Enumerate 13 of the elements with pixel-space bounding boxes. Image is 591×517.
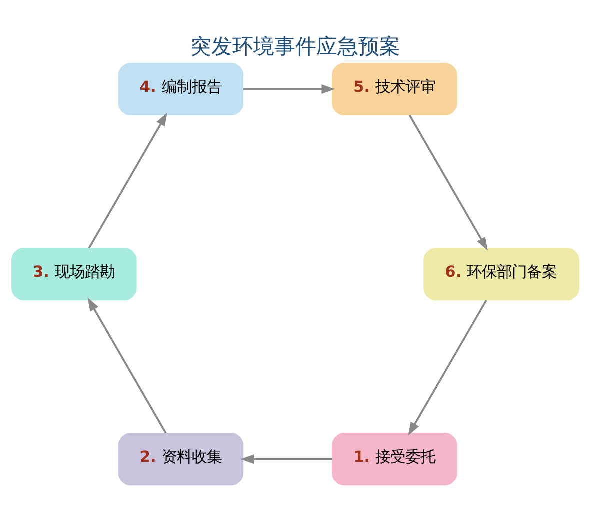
arrow [88, 297, 167, 434]
node-box: 6. 环保部门备案 [424, 248, 580, 300]
arrow [408, 114, 488, 250]
arrow [243, 84, 336, 94]
node-box: 3. 现场踏勘 [12, 248, 137, 300]
arrow [408, 299, 488, 436]
arrow [88, 112, 168, 248]
node-box: 4. 编制报告 [118, 62, 244, 116]
node-box: 1. 接受委托 [332, 432, 458, 486]
node-box: 5. 技术评审 [332, 62, 458, 116]
node-box: 2. 资料收集 [118, 432, 244, 486]
arrow [240, 454, 332, 464]
diagram-title: 突发环境事件应急预案 [190, 32, 400, 58]
